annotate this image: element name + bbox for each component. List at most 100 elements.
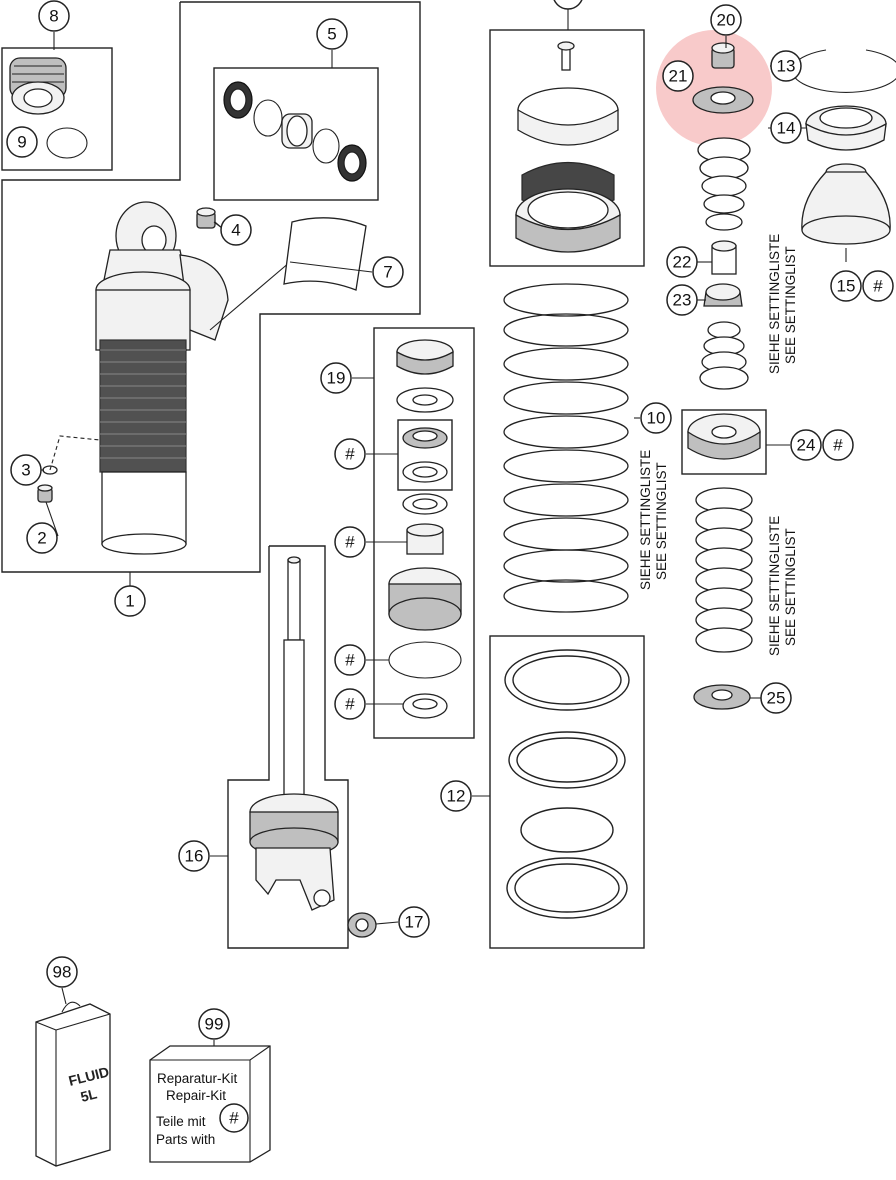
kit-label-line3: Teile mit	[156, 1114, 206, 1129]
kit-label-line1: Reparatur-Kit	[157, 1071, 238, 1086]
svg-text:4: 4	[231, 221, 240, 240]
part-7-sticker	[283, 217, 367, 291]
svg-text:21: 21	[669, 67, 688, 86]
callout-10: 10	[640, 402, 672, 434]
part-99-repair-kit: Reparatur-Kit Repair-Kit Teile mit Parts…	[149, 1045, 271, 1163]
part-98-fluid-can: FLUID 5L	[35, 1001, 111, 1167]
fluid-label-line2: 5L	[79, 1085, 99, 1105]
svg-text:99: 99	[205, 1015, 224, 1034]
part-22-spacer	[711, 240, 737, 275]
part-16-piston-rod	[249, 556, 339, 911]
svg-text:24: 24	[797, 436, 816, 455]
settinglist-en-stack2: SEE SETTINGLIST	[783, 246, 798, 364]
box-part-11	[489, 29, 645, 267]
part-5-seal-set	[223, 81, 367, 182]
svg-text:98: 98	[53, 963, 72, 982]
part-23-nut	[703, 283, 743, 307]
callout-hash-seals: #	[334, 438, 366, 470]
svg-text:11: 11	[559, 0, 577, 4]
svg-text:8: 8	[49, 7, 58, 26]
svg-text:19: 19	[327, 369, 346, 388]
svg-text:22: 22	[673, 253, 692, 272]
callout-16: 16	[178, 840, 210, 872]
callout-11: 11	[553, 0, 583, 10]
part-24-piston	[687, 413, 761, 460]
svg-text:#: #	[873, 277, 883, 296]
box-part-24	[681, 409, 767, 475]
part-21-washer	[692, 86, 754, 114]
callout-9: 9	[6, 126, 38, 158]
settinglist-de-stack3: SIEHE SETTINGLISTE	[767, 516, 782, 656]
svg-text:3: 3	[21, 461, 30, 480]
part-25-washer	[693, 684, 751, 710]
part-19-seal-head	[388, 339, 462, 719]
svg-text:13: 13	[777, 57, 796, 76]
settinglist-de-10: SIEHE SETTINGLISTE	[638, 450, 653, 590]
callout-24-hash: #	[822, 429, 854, 461]
callout-4: 4	[220, 214, 252, 246]
callout-25: 25	[760, 682, 792, 714]
svg-text:16: 16	[185, 847, 204, 866]
callout-5: 5	[316, 18, 348, 50]
svg-text:#: #	[229, 1109, 239, 1128]
part-14-spring-seat	[805, 105, 887, 151]
svg-text:12: 12	[447, 787, 466, 806]
svg-text:#: #	[833, 436, 843, 455]
box-part-12	[489, 635, 645, 949]
svg-text:25: 25	[767, 689, 786, 708]
callout-3: 3	[10, 454, 42, 486]
svg-text:#: #	[345, 533, 355, 552]
svg-text:17: 17	[405, 913, 424, 932]
svg-text:9: 9	[17, 133, 26, 152]
callout-hash-seal: #	[334, 688, 366, 720]
svg-text:7: 7	[383, 263, 392, 282]
shim-stack-2	[699, 321, 749, 390]
svg-text:15: 15	[837, 277, 856, 296]
svg-text:#: #	[345, 695, 355, 714]
svg-text:20: 20	[717, 11, 736, 30]
settinglist-en-10: SEE SETTINGLIST	[654, 462, 669, 580]
svg-text:#: #	[345, 445, 355, 464]
callout-22: 22	[666, 246, 698, 278]
svg-text:10: 10	[647, 409, 666, 428]
part-20-nut	[711, 42, 735, 69]
box-part-19-inner	[397, 419, 453, 491]
callout-98: 98	[46, 956, 78, 988]
callout-21: 21	[662, 60, 694, 92]
part-8-reservoir-cap	[9, 57, 67, 115]
svg-text:2: 2	[37, 529, 46, 548]
callout-hash-bushing: #	[334, 526, 366, 558]
callout-kit-hash: #	[219, 1103, 249, 1133]
kit-label-line4: Parts with	[156, 1132, 215, 1147]
callout-14: 14	[770, 112, 802, 144]
callout-15: 15	[830, 270, 862, 302]
part-17-bushing	[347, 912, 377, 938]
svg-text:23: 23	[673, 291, 692, 310]
part-1-shock-body	[95, 201, 291, 555]
box-part-8-9	[1, 47, 113, 171]
callout-15-hash: #	[862, 270, 894, 302]
shim-stack-1	[697, 137, 751, 231]
box-part-19	[373, 327, 475, 739]
kit-label-line2: Repair-Kit	[166, 1088, 226, 1103]
callout-17: 17	[398, 906, 430, 938]
part-15-bump-rubber	[801, 163, 891, 245]
part-13-circlip	[791, 49, 896, 93]
callout-hash-oring: #	[334, 644, 366, 676]
svg-text:14: 14	[777, 119, 796, 138]
part-4-valve-cap	[196, 207, 223, 229]
callout-8: 8	[38, 0, 70, 32]
part-2-screw	[37, 484, 53, 503]
callout-1: 1	[114, 585, 146, 617]
callout-99: 99	[198, 1008, 230, 1040]
callout-7: 7	[372, 256, 404, 288]
settinglist-en-stack3: SEE SETTINGLIST	[783, 528, 798, 646]
shim-stack-3	[695, 487, 753, 653]
settinglist-de-stack2: SIEHE SETTINGLISTE	[767, 234, 782, 374]
part-11-spring-adjuster	[515, 41, 621, 253]
part-9-o-ring	[46, 127, 88, 159]
callout-23: 23	[666, 284, 698, 316]
svg-text:5: 5	[327, 25, 336, 44]
callout-24: 24	[790, 429, 822, 461]
